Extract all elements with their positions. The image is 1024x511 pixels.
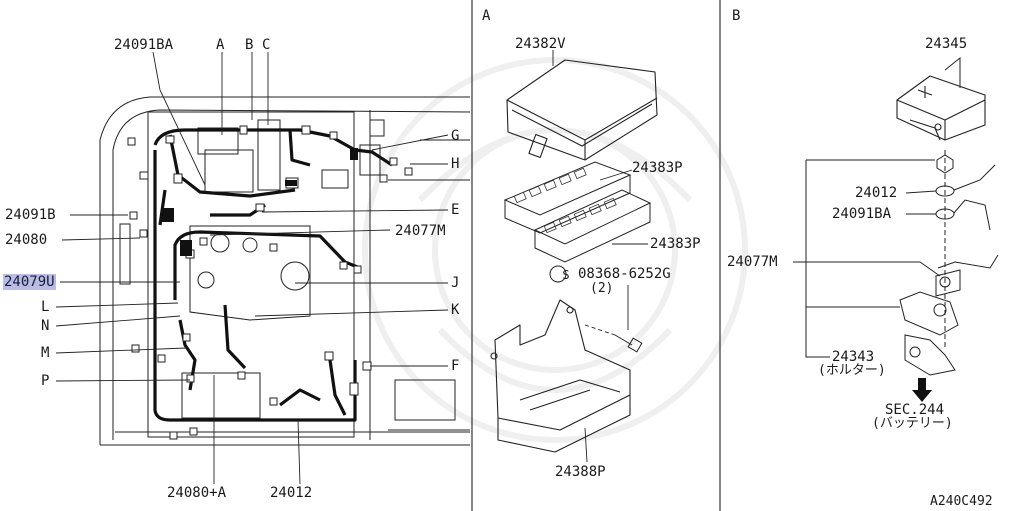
- watermark-emblem: [362, 57, 748, 443]
- callout-j: J: [451, 275, 460, 291]
- screw: [549, 265, 643, 353]
- callout-h: H: [451, 156, 460, 172]
- callout-24080a: 24080+A: [167, 485, 227, 501]
- section-note: (バッテリー): [872, 416, 953, 431]
- callout-f: F: [451, 358, 460, 374]
- main-leaders: [55, 51, 449, 485]
- callout-g: G: [451, 128, 460, 144]
- callout-24091b: 24091B: [5, 207, 56, 223]
- wiring-harness: [153, 128, 393, 422]
- part-24383p-lower: 24383P: [650, 236, 701, 252]
- part-screw: 08368-6252G: [578, 266, 671, 282]
- callout-c: C: [262, 37, 271, 53]
- panel-a-title: A: [482, 8, 491, 24]
- callout-e: E: [451, 202, 460, 218]
- panel-b-title: B: [732, 8, 741, 24]
- part-24091ba-b: 24091BA: [832, 206, 892, 222]
- callout-24080: 24080: [5, 232, 48, 248]
- callout-p: P: [41, 373, 50, 389]
- fuse-box-cover: [506, 59, 658, 161]
- fuse-blocks: [503, 161, 652, 263]
- panel-b-leaders: [793, 190, 941, 277]
- dark-connectors: [162, 148, 358, 256]
- callout-n: N: [41, 318, 50, 334]
- arrow-down-icon: [912, 378, 932, 402]
- part-24388p: 24388P: [555, 464, 606, 480]
- callout-m: M: [41, 345, 50, 361]
- callout-24012: 24012: [270, 485, 313, 501]
- section-ref: SEC.244: [885, 402, 945, 418]
- part-24382v: 24382V: [515, 36, 566, 52]
- callout-k: K: [451, 302, 460, 318]
- callout-a: A: [216, 37, 225, 53]
- callout-24079u[interactable]: 24079U: [3, 274, 56, 290]
- part-24343: 24343: [832, 349, 875, 365]
- fuse-bracket: [490, 299, 631, 453]
- part-24383p-upper: 24383P: [632, 160, 683, 176]
- panel-a-leaders: [552, 50, 648, 463]
- part-24012-b: 24012: [855, 185, 898, 201]
- holder-note: (ホルター): [818, 363, 886, 378]
- part-24077m-b: 24077M: [727, 254, 778, 270]
- callout-24077m: 24077M: [395, 223, 446, 239]
- callout-24091ba: 24091BA: [114, 37, 174, 53]
- s-circle-icon: S: [562, 268, 570, 282]
- figure-code: A240C492: [930, 494, 993, 509]
- callout-b: B: [245, 37, 254, 53]
- callout-l: L: [41, 299, 50, 315]
- terminal-cover: [896, 75, 986, 141]
- screw-qty: (2): [590, 281, 614, 296]
- part-24345: 24345: [925, 36, 968, 52]
- fuse-slots: [513, 167, 617, 234]
